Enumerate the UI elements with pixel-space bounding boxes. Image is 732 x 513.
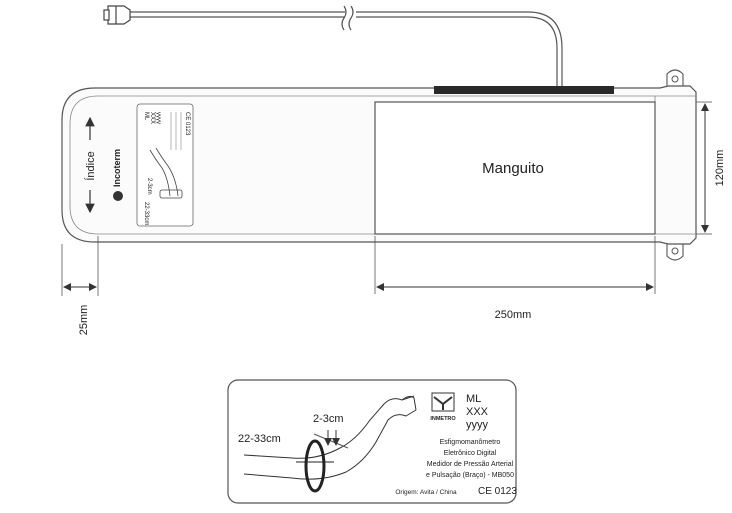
arm-range-label: 22-33cm <box>238 433 281 445</box>
small-label-ce: CE 0123 <box>184 112 190 136</box>
inmetro-label: INMETRO <box>430 416 456 422</box>
width-label: 250mm <box>495 309 532 321</box>
lot-code: XXX <box>466 406 489 418</box>
brand-logo: Incoterm <box>112 149 123 201</box>
inmetro-icon <box>431 392 455 412</box>
small-label-gap: 2-3cm <box>146 178 152 195</box>
origin-text: Origem: Avita / China <box>395 489 457 496</box>
label-card: INMETRO ML XXX yyyy Esfigmomanômetro Ele… <box>227 379 517 504</box>
index-label: Índice <box>84 151 97 180</box>
bladder <box>374 101 656 235</box>
brand-name: Incoterm <box>112 149 122 187</box>
gap-range-label: 2-3cm <box>313 413 344 425</box>
small-label-arm-icon <box>149 147 183 199</box>
edge-dimension: 25mm <box>61 236 99 336</box>
description-line-4: e Pulsação (Braço) - MB050 <box>426 472 514 479</box>
tube-connector <box>103 5 131 25</box>
gap-arrows <box>324 430 340 446</box>
bladder-title: Manguito <box>482 160 544 177</box>
width-dimension: 250mm <box>374 236 656 321</box>
height-dimension: 120mm <box>696 101 726 235</box>
height-label: 120mm <box>714 150 726 187</box>
date-code: yyyy <box>466 419 489 431</box>
small-label-model: ML <box>143 112 149 121</box>
small-label-date: yyyy <box>155 112 161 124</box>
tube-inlet-bar <box>434 86 614 94</box>
description-line-2: Eletrônico Digital <box>444 450 497 457</box>
ce-mark: CE 0123 <box>478 486 517 497</box>
description-line-1: Esfigmomanômetro <box>440 439 501 446</box>
small-label-lot: XXX <box>149 112 155 124</box>
description-line-3: Medidor de Pressão Arterial <box>427 461 514 468</box>
small-label: ML XXX yyyy 2-3cm 22-33cm CE 0123 <box>136 103 194 227</box>
air-tube <box>128 5 563 90</box>
model-code: ML <box>466 393 481 405</box>
cuff-band-icon <box>296 439 334 493</box>
index-marker: Índice <box>84 116 97 214</box>
edge-label: 25mm <box>78 305 90 336</box>
small-label-range: 22-33cm <box>143 202 149 225</box>
